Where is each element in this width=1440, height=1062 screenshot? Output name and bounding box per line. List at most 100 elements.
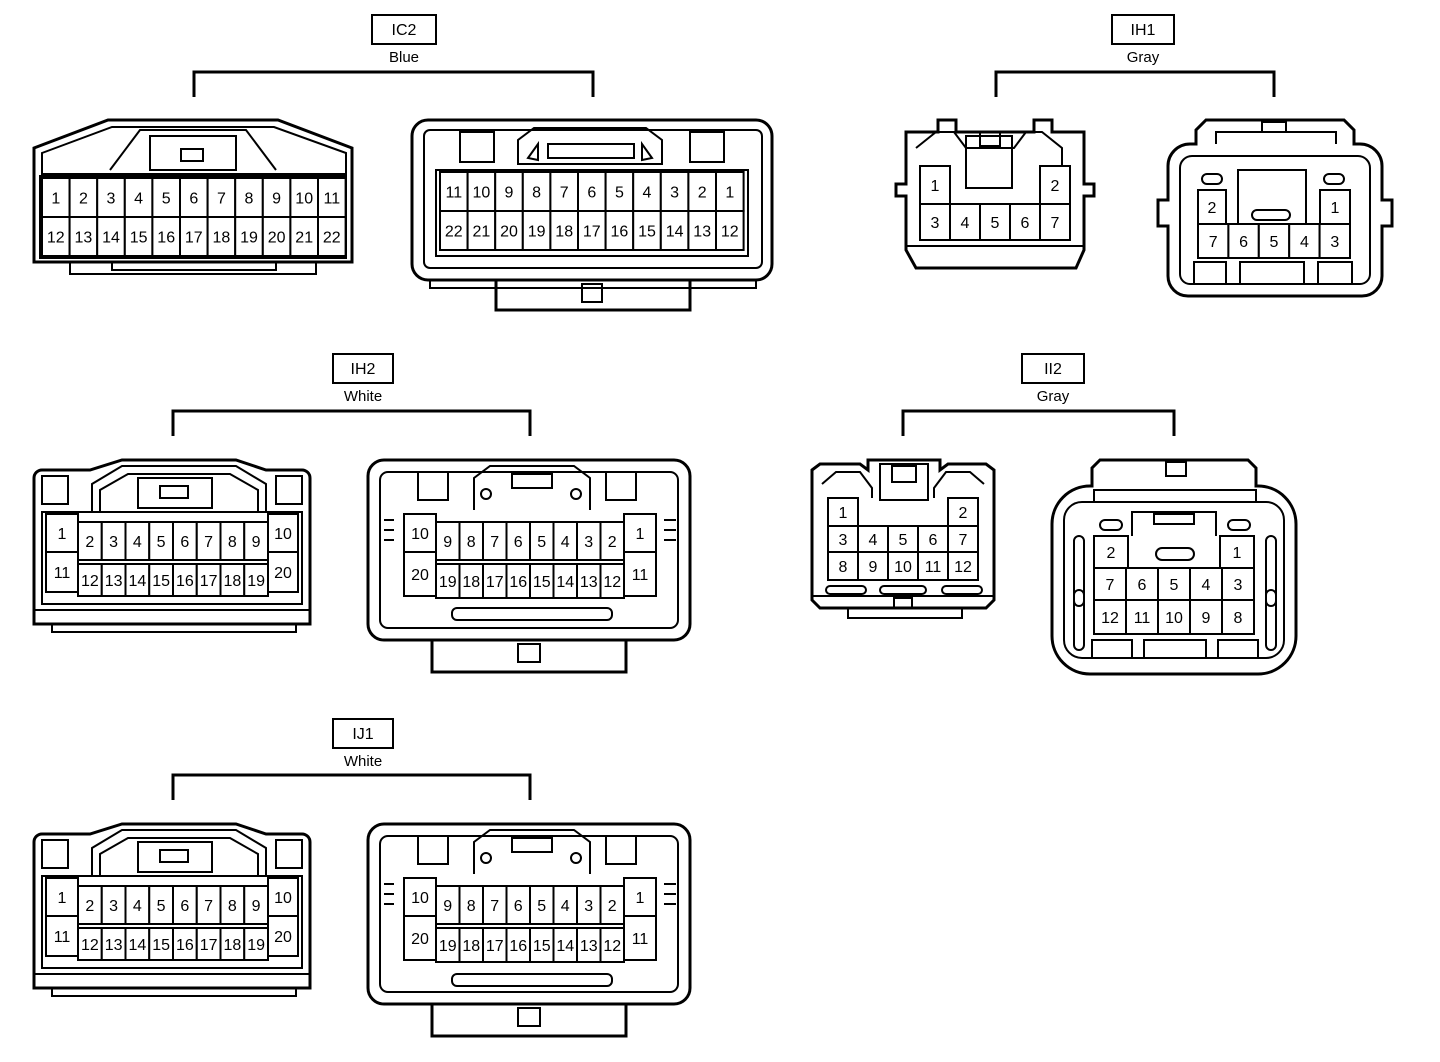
pin-number: 8 — [228, 534, 237, 551]
pin-number: 17 — [486, 574, 504, 591]
ih2-right-pin-11: 11 — [623, 551, 657, 597]
ih2-left-pin-13: 13 — [100, 563, 127, 597]
pin-number: 2 — [1107, 545, 1116, 562]
ii2-left-pin-5: 5 — [887, 525, 919, 553]
pin-number: 12 — [47, 230, 65, 247]
pin-number: 15 — [152, 937, 170, 954]
pin-number: 18 — [223, 573, 241, 590]
ij1-left-pin-16: 16 — [172, 927, 198, 961]
ih2-left-pin-15: 15 — [148, 563, 174, 597]
pin-number: 12 — [81, 573, 99, 590]
ic2-right-pin-15: 15 — [632, 210, 662, 251]
ih2-right-pin-6: 6 — [505, 521, 531, 561]
pin-number: 6 — [1239, 234, 1248, 251]
ic2-left-pin-16: 16 — [151, 216, 181, 257]
pin-number: 9 — [252, 534, 261, 551]
ic2-right-pin-13: 13 — [687, 210, 718, 251]
ic2-left-pin-1: 1 — [41, 177, 71, 218]
ij1-left-pin-6: 6 — [172, 885, 198, 925]
ic2-left-pin-19: 19 — [234, 216, 264, 257]
ii2-right-pin-2: 2 — [1093, 535, 1129, 569]
ij1-right-pin-5: 5 — [529, 885, 555, 925]
ih1-right-pin-7: 7 — [1197, 223, 1230, 259]
pin-number: 1 — [51, 191, 60, 208]
ih2-left-pin-12: 12 — [77, 563, 103, 597]
ih1-right-connector — [1156, 118, 1394, 298]
ic2-left-pin-22: 22 — [317, 216, 347, 257]
ic2-right-pin-17: 17 — [577, 210, 607, 251]
connector-outlines: IC2 Blue — [32, 14, 1394, 1038]
pin-number: 8 — [1234, 610, 1243, 627]
pin-number: 10 — [411, 526, 429, 543]
pin-number: 4 — [561, 898, 570, 915]
ih2-left-pin-6: 6 — [172, 521, 198, 561]
pin-number: 18 — [223, 937, 241, 954]
ij1-right-pin-8: 8 — [458, 885, 484, 925]
ij1-left-pin-3: 3 — [100, 885, 127, 925]
ih2-right-pin-13: 13 — [576, 563, 602, 599]
pin-number: 1 — [1331, 200, 1340, 217]
ih2-left-pin-18: 18 — [219, 563, 246, 597]
ii2-right-pin-7: 7 — [1093, 567, 1127, 601]
pin-number: 9 — [443, 534, 452, 551]
pin-number: 3 — [1330, 234, 1339, 251]
pin-number: 22 — [323, 230, 341, 247]
pin-number: 21 — [295, 230, 313, 247]
pin-number: 13 — [75, 230, 93, 247]
ic2-left-pin-5: 5 — [151, 177, 181, 218]
ic2-bracket — [192, 70, 595, 97]
pin-number: 11 — [445, 185, 462, 202]
ij1-left-pin-5: 5 — [148, 885, 174, 925]
pin-number: 2 — [85, 534, 94, 551]
ij1-right-pin-3: 3 — [576, 885, 602, 925]
pin-number: 3 — [584, 534, 593, 551]
pin-number: 11 — [54, 929, 71, 946]
ic2-right-pin-18: 18 — [549, 210, 580, 251]
ic2-right-pin-16: 16 — [604, 210, 635, 251]
pin-number: 14 — [128, 573, 146, 590]
pin-number: 13 — [580, 938, 598, 955]
pin-number: 14 — [556, 574, 574, 591]
pin-number: 19 — [247, 573, 265, 590]
pin-number: 3 — [670, 185, 679, 202]
pin-number: 4 — [133, 534, 142, 551]
ih2-id-label: IH2 — [351, 361, 376, 378]
ic2-left-pin-14: 14 — [96, 216, 126, 257]
pin-number: 14 — [128, 937, 146, 954]
pin-number: 1 — [839, 505, 848, 522]
pin-number: 16 — [509, 938, 527, 955]
ih2-left-pin-10: 10 — [267, 513, 299, 553]
pin-number: 7 — [204, 534, 213, 551]
ic2-right-pin-7: 7 — [549, 171, 580, 212]
ih1-right-pin-6: 6 — [1227, 223, 1260, 259]
ic2-right-connector — [410, 118, 774, 312]
pin-number: 7 — [217, 191, 226, 208]
ii2-left-pin-8: 8 — [827, 551, 859, 581]
pin-number: 12 — [81, 937, 99, 954]
pin-number: 14 — [556, 938, 574, 955]
ij1-left-pin-14: 14 — [124, 927, 151, 961]
pin-number: 13 — [105, 937, 123, 954]
ic2-right-pin-4: 4 — [632, 171, 662, 212]
ii2-right-pin-5: 5 — [1157, 567, 1191, 601]
ii2-right-connector — [1050, 458, 1298, 676]
ih2-bracket — [171, 409, 532, 436]
ii2-left-pin-11: 11 — [917, 551, 949, 581]
ij1-right-pin-19: 19 — [435, 927, 461, 963]
pin-number: 11 — [1134, 610, 1151, 627]
pin-number: 6 — [929, 532, 938, 549]
ii2-left-pin-1: 1 — [827, 497, 859, 527]
pin-number: 6 — [1021, 215, 1030, 232]
pin-number: 13 — [693, 224, 711, 241]
pin-number: 13 — [105, 573, 123, 590]
ic2-left-pin-13: 13 — [68, 216, 99, 257]
ic2-left-pin-21: 21 — [289, 216, 319, 257]
ih2-right-pin-4: 4 — [552, 521, 578, 561]
ih2-right-pin-14: 14 — [552, 563, 578, 599]
ih2-right-pin-1: 1 — [623, 513, 657, 553]
pin-number: 14 — [666, 224, 684, 241]
ih2-right-pin-10: 10 — [403, 513, 437, 553]
pin-number: 7 — [560, 185, 569, 202]
pin-number: 2 — [1051, 178, 1060, 195]
